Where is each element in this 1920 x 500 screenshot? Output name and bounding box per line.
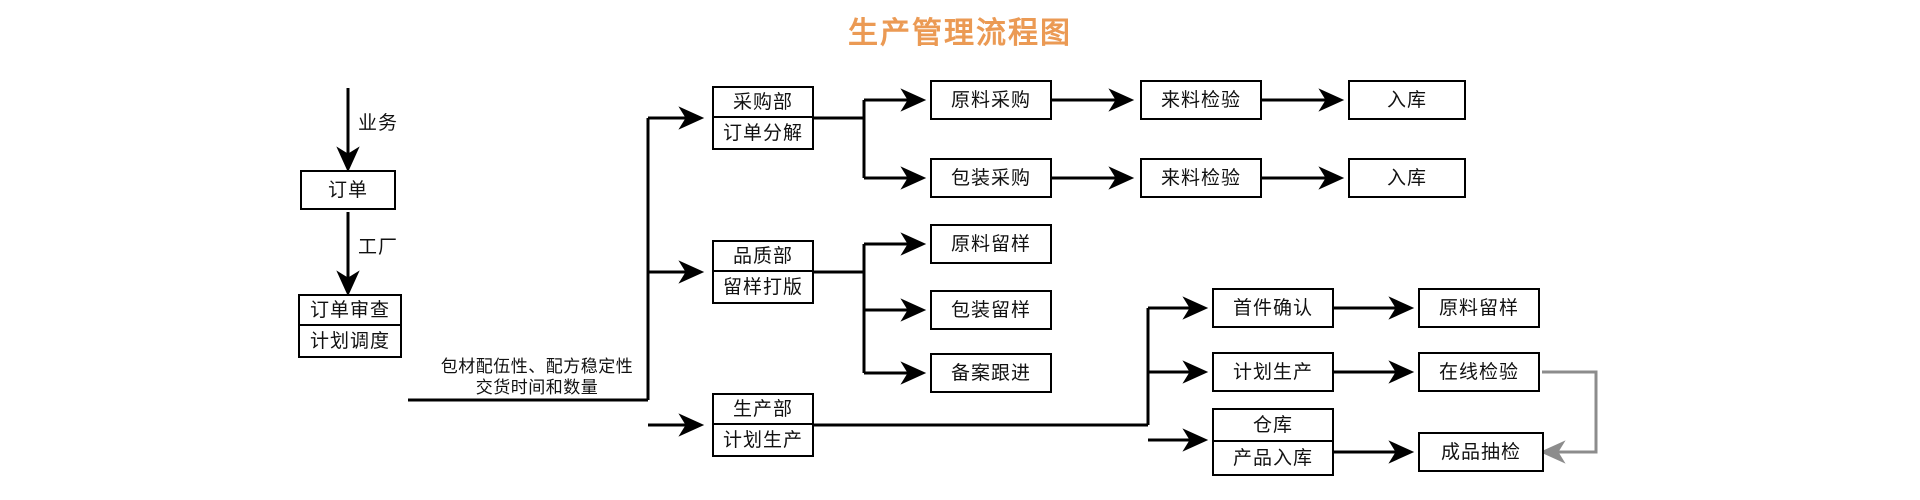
node-material-retain-sample[interactable]: 原料留样: [930, 224, 1052, 264]
node-package-incoming-check[interactable]: 来料检验: [1140, 158, 1262, 198]
node-first-article-confirm-label: 首件确认: [1232, 297, 1313, 319]
node-package-purchase-label: 包装采购: [950, 167, 1031, 189]
node-material-purchase-label: 原料采购: [950, 89, 1031, 111]
node-filing-followup-label: 备案跟进: [950, 362, 1031, 384]
node-online-inspection[interactable]: 在线检验: [1418, 352, 1540, 392]
node-material-incoming-check[interactable]: 来料检验: [1140, 80, 1262, 120]
node-order-review-title: 订单审查: [300, 296, 400, 326]
node-material-warehouse-in-label: 入库: [1386, 89, 1427, 111]
node-plan-production[interactable]: 计划生产: [1212, 352, 1334, 392]
edge-label-factory: 工厂: [358, 237, 399, 258]
node-purchasing-dept[interactable]: 采购部 订单分解: [712, 86, 814, 150]
node-package-retain-sample[interactable]: 包装留样: [930, 290, 1052, 330]
node-production-dept[interactable]: 生产部 计划生产: [712, 393, 814, 457]
edge-feedback-inspection-to-sampling: [1539, 370, 1598, 464]
note-order-requirements: 包材配伍性、配方稳定性 交货时间和数量: [440, 357, 634, 398]
edge-label-business: 业务: [358, 113, 399, 134]
node-material-retain-sample-label: 原料留样: [950, 233, 1031, 255]
node-filing-followup[interactable]: 备案跟进: [930, 353, 1052, 393]
node-first-article-retain-sample-label: 原料留样: [1438, 297, 1519, 319]
node-package-purchase[interactable]: 包装采购: [930, 158, 1052, 198]
node-finished-sampling-label: 成品抽检: [1440, 441, 1521, 463]
node-order-label: 订单: [327, 179, 368, 201]
node-package-warehouse-in[interactable]: 入库: [1348, 158, 1466, 198]
node-order[interactable]: 订单: [300, 170, 396, 210]
node-purchasing-dept-title: 采购部: [714, 88, 812, 118]
node-package-incoming-check-label: 来料检验: [1160, 167, 1241, 189]
node-production-dept-title: 生产部: [714, 395, 812, 425]
node-material-incoming-check-label: 来料检验: [1160, 89, 1241, 111]
node-package-warehouse-in-label: 入库: [1386, 167, 1427, 189]
page-title: 生产管理流程图: [848, 17, 1072, 50]
node-quality-dept-title: 品质部: [714, 242, 812, 272]
node-plan-production-label: 计划生产: [1232, 361, 1313, 383]
node-finished-sampling[interactable]: 成品抽检: [1418, 432, 1544, 472]
node-production-dept-sub: 计划生产: [722, 429, 803, 451]
node-warehouse-sub: 产品入库: [1232, 447, 1313, 469]
node-quality-dept-sub: 留样打版: [722, 276, 803, 298]
node-warehouse-title: 仓库: [1214, 410, 1332, 442]
node-online-inspection-label: 在线检验: [1438, 361, 1519, 383]
node-order-review[interactable]: 订单审查 计划调度: [298, 294, 402, 358]
node-package-retain-sample-label: 包装留样: [950, 299, 1031, 321]
node-warehouse[interactable]: 仓库 产品入库: [1212, 408, 1334, 476]
node-material-warehouse-in[interactable]: 入库: [1348, 80, 1466, 120]
node-material-purchase[interactable]: 原料采购: [930, 80, 1052, 120]
node-quality-dept[interactable]: 品质部 留样打版: [712, 240, 814, 304]
node-purchasing-dept-sub: 订单分解: [722, 122, 803, 144]
node-first-article-confirm[interactable]: 首件确认: [1212, 288, 1334, 328]
node-first-article-retain-sample[interactable]: 原料留样: [1418, 288, 1540, 328]
node-order-review-sub: 计划调度: [309, 330, 390, 352]
